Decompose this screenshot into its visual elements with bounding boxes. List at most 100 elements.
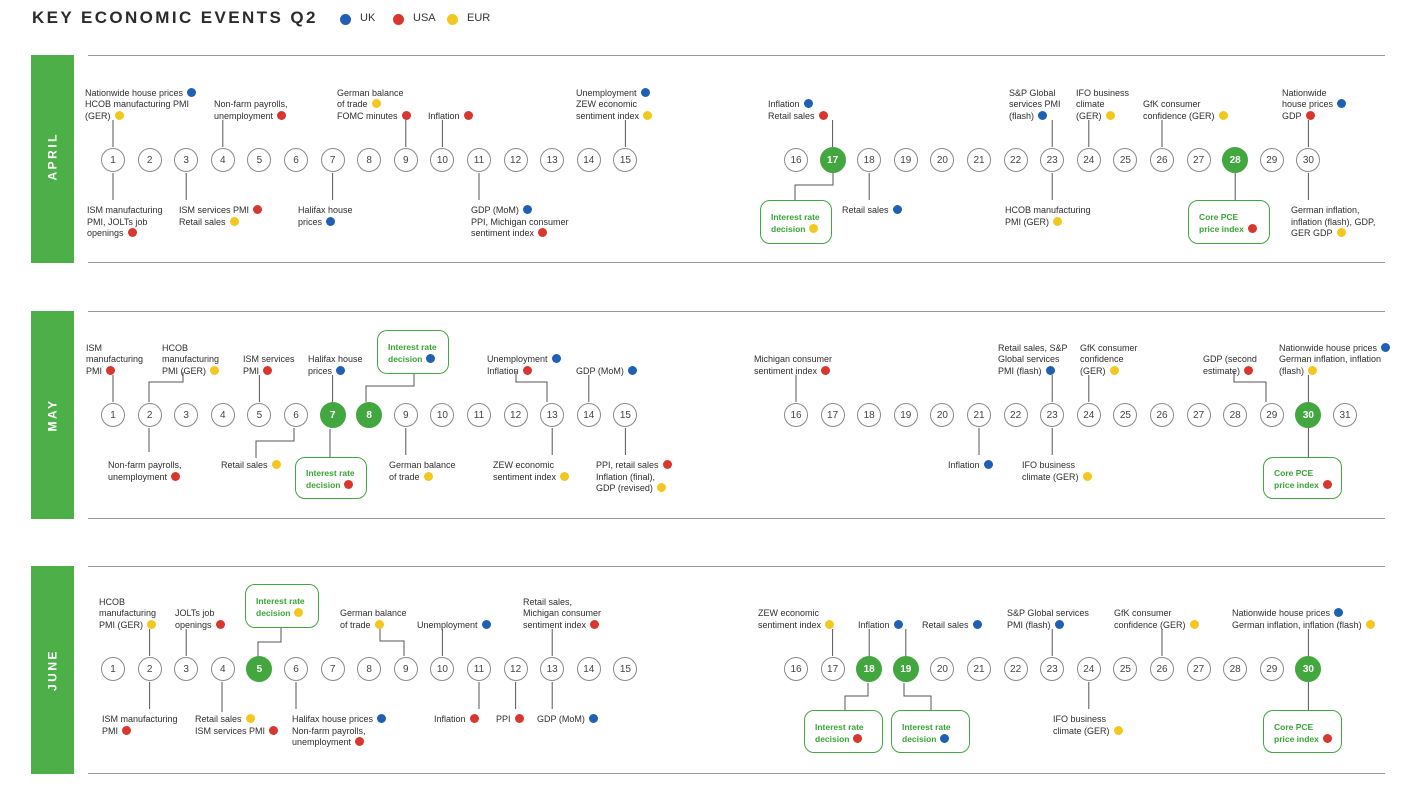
day-5[interactable]: 5	[247, 403, 272, 427]
day-15[interactable]: 15	[613, 403, 638, 427]
day-24[interactable]: 24	[1076, 403, 1101, 427]
day-7[interactable]: 7	[320, 148, 345, 172]
event-line: Retail sales	[221, 460, 281, 472]
day-24[interactable]: 24	[1076, 148, 1101, 172]
day-3[interactable]: 3	[174, 148, 199, 172]
day-7-highlighted[interactable]: 7	[319, 402, 346, 428]
day-16[interactable]: 16	[784, 148, 808, 172]
day-10[interactable]: 10	[430, 148, 455, 172]
day-13[interactable]: 13	[540, 403, 565, 427]
day-23[interactable]: 23	[1040, 148, 1065, 172]
day-17[interactable]: 17	[820, 403, 845, 427]
day-10[interactable]: 10	[430, 403, 455, 427]
day-5[interactable]: 5	[247, 148, 272, 172]
day-16[interactable]: 16	[784, 403, 808, 427]
day-22[interactable]: 22	[1003, 148, 1028, 172]
day-4[interactable]: 4	[210, 403, 235, 427]
day-8[interactable]: 8	[357, 657, 382, 681]
day-2[interactable]: 2	[137, 403, 162, 427]
day-15[interactable]: 15	[613, 657, 638, 681]
day-22[interactable]: 22	[1003, 403, 1028, 427]
day-29[interactable]: 29	[1259, 403, 1284, 427]
day-11[interactable]: 11	[467, 657, 491, 681]
day-1[interactable]: 1	[101, 403, 125, 427]
day-2[interactable]: 2	[137, 148, 162, 172]
day-7[interactable]: 7	[320, 657, 345, 681]
day-10[interactable]: 10	[430, 657, 455, 681]
day-25[interactable]: 25	[1113, 148, 1138, 172]
day-9[interactable]: 9	[393, 657, 418, 681]
day-16[interactable]: 16	[784, 657, 808, 681]
day-23[interactable]: 23	[1040, 657, 1065, 681]
day-9[interactable]: 9	[393, 148, 418, 172]
day-14[interactable]: 14	[576, 657, 601, 681]
day-3[interactable]: 3	[174, 403, 199, 427]
day-5-highlighted[interactable]: 5	[246, 656, 273, 682]
day-21[interactable]: 21	[967, 148, 991, 172]
day-29[interactable]: 29	[1259, 148, 1284, 172]
day-26[interactable]: 26	[1150, 148, 1174, 172]
day-4[interactable]: 4	[210, 657, 235, 681]
day-12[interactable]: 12	[503, 657, 528, 681]
day-15[interactable]: 15	[613, 148, 638, 172]
day-28-highlighted[interactable]: 28	[1222, 147, 1249, 173]
month-name: MAY	[45, 398, 60, 432]
day-19[interactable]: 19	[893, 148, 918, 172]
connector-line	[794, 173, 834, 200]
day-12[interactable]: 12	[503, 403, 528, 427]
day-6[interactable]: 6	[284, 657, 308, 681]
day-13[interactable]: 13	[540, 148, 565, 172]
day-28[interactable]: 28	[1223, 403, 1248, 427]
day-8-highlighted[interactable]: 8	[356, 402, 383, 428]
day-28[interactable]: 28	[1223, 657, 1248, 681]
day-14[interactable]: 14	[576, 403, 601, 427]
event-line: Interest rate	[306, 467, 355, 479]
event-text: IFO business	[1022, 460, 1076, 470]
day-19[interactable]: 19	[893, 403, 918, 427]
day-3[interactable]: 3	[174, 657, 199, 681]
day-12[interactable]: 12	[503, 148, 528, 172]
event-text: HCOB manufacturing PMI	[85, 99, 190, 109]
day-26[interactable]: 26	[1150, 403, 1174, 427]
day-30-highlighted[interactable]: 30	[1295, 402, 1322, 428]
day-13[interactable]: 13	[540, 657, 565, 681]
day-20[interactable]: 20	[930, 148, 955, 172]
day-11[interactable]: 11	[467, 403, 491, 427]
day-17-highlighted[interactable]: 17	[819, 147, 846, 173]
day-6[interactable]: 6	[284, 148, 308, 172]
event-line: German balance	[337, 88, 411, 100]
day-22[interactable]: 22	[1003, 657, 1028, 681]
day-27[interactable]: 27	[1186, 403, 1211, 427]
day-14[interactable]: 14	[576, 148, 601, 172]
day-20[interactable]: 20	[930, 657, 955, 681]
day-23[interactable]: 23	[1040, 403, 1065, 427]
day-9[interactable]: 9	[393, 403, 418, 427]
day-29[interactable]: 29	[1259, 657, 1284, 681]
day-8[interactable]: 8	[357, 148, 382, 172]
day-19-highlighted[interactable]: 19	[892, 656, 919, 682]
day-4[interactable]: 4	[210, 148, 235, 172]
day-30-highlighted[interactable]: 30	[1295, 656, 1322, 682]
day-17[interactable]: 17	[820, 657, 845, 681]
day-30[interactable]: 30	[1296, 148, 1321, 172]
day-24[interactable]: 24	[1076, 657, 1101, 681]
day-11[interactable]: 11	[467, 148, 491, 172]
day-18[interactable]: 18	[857, 403, 882, 427]
day-6[interactable]: 6	[284, 403, 308, 427]
day-25[interactable]: 25	[1113, 403, 1138, 427]
day-26[interactable]: 26	[1150, 657, 1174, 681]
day-20[interactable]: 20	[930, 403, 955, 427]
day-27[interactable]: 27	[1186, 148, 1211, 172]
day-27[interactable]: 27	[1186, 657, 1211, 681]
event-line: sentiment index	[523, 620, 601, 632]
day-1[interactable]: 1	[101, 148, 125, 172]
day-2[interactable]: 2	[137, 657, 162, 681]
day-1[interactable]: 1	[101, 657, 125, 681]
day-18-highlighted[interactable]: 18	[856, 656, 883, 682]
day-31[interactable]: 31	[1333, 403, 1357, 427]
day-21[interactable]: 21	[967, 403, 991, 427]
day-25[interactable]: 25	[1113, 657, 1138, 681]
day-21[interactable]: 21	[967, 657, 991, 681]
day-18[interactable]: 18	[857, 148, 882, 172]
